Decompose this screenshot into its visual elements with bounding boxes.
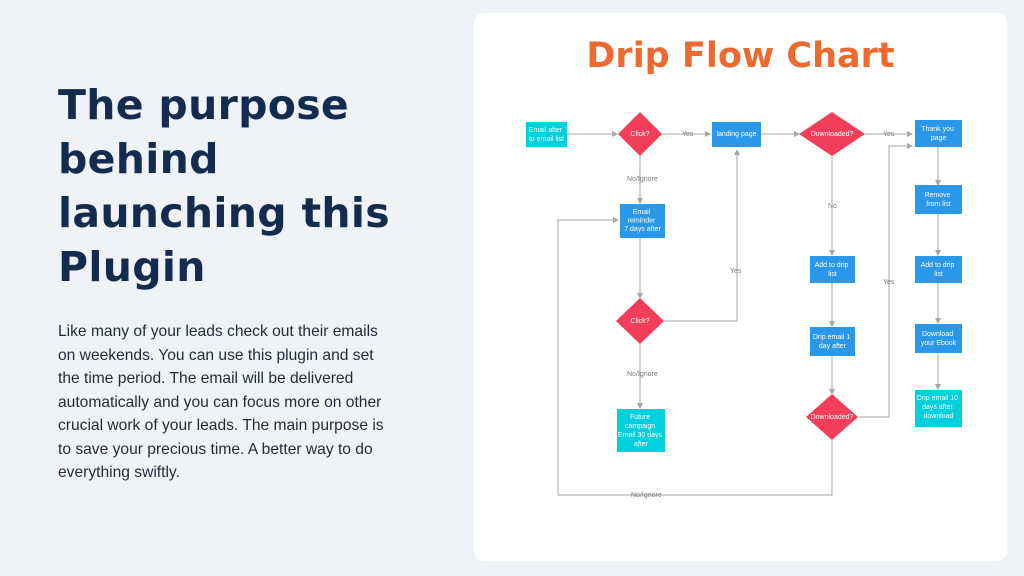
edge-downloaded2-reminder <box>557 217 833 496</box>
edge-label-no-ignore: No/Ignore <box>627 371 658 378</box>
node-add-to-drip-list: Add to drip list <box>810 256 855 283</box>
node-click-decision: Click? <box>618 112 662 156</box>
svg-text:Download your Ebook: Download your Ebook <box>921 331 957 347</box>
edge-label-yes: Yes <box>682 131 694 138</box>
svg-text:Downloaded?: Downloaded? <box>811 131 854 138</box>
node-landing-page: landing page <box>712 122 761 147</box>
body-paragraph: Like many of your leads check out their … <box>58 323 384 481</box>
node-remove-from-list: Remove from list <box>915 185 962 214</box>
edge-label-yes: Yes <box>883 131 895 138</box>
node-drip-email-10-days: Drip email 10 days after download <box>915 390 962 427</box>
connectors <box>557 131 941 496</box>
edge-label-no-ignore: No/Ignore <box>631 492 662 499</box>
svg-text:Click?: Click? <box>630 131 649 138</box>
edge-label-no-ignore: No/Ignore <box>627 176 658 183</box>
svg-text:Email reminder 7 d: Email reminder 7 days after <box>624 209 661 233</box>
edge-label-yes: Yes <box>730 268 742 275</box>
svg-text:Future campaign Em: Future campaign Email 30 days after <box>618 414 664 448</box>
edge-downloaded2-thanks <box>858 143 913 418</box>
chart-card <box>474 13 1007 561</box>
svg-text:Drip email 10 days after: Drip email 10 days after download <box>917 395 960 420</box>
svg-text:Thank you page: Thank you page <box>921 126 956 142</box>
svg-text:Click?: Click? <box>630 318 649 325</box>
edge-click2-landing <box>664 149 740 322</box>
node-label: Email after to email list <box>529 127 564 143</box>
edge-label-yes: Yes <box>883 279 895 286</box>
node-downloaded-decision: Downloaded? <box>806 394 858 440</box>
node-downloaded-decision: Downloaded? <box>799 112 865 156</box>
node-download-ebook: Download your Ebook <box>915 324 962 353</box>
node-email-after: Email after to email list <box>526 122 567 147</box>
svg-text:Add to drip list: Add to drip list <box>921 262 957 278</box>
svg-text:Add to drip list: Add to drip list <box>815 262 851 278</box>
svg-text:landing page: landing page <box>716 131 756 138</box>
node-add-to-drip-list: Add to drip list <box>915 256 962 283</box>
svg-text:Remove from list: Remove from list <box>924 192 952 208</box>
node-email-reminder: Email reminder 7 days after <box>620 204 665 238</box>
svg-text:Downloaded?: Downloaded? <box>811 414 854 421</box>
edge-label-no: No <box>828 203 837 210</box>
page-heading: The purpose behind launching this Plugin <box>58 81 390 291</box>
node-future-campaign: Future campaign Email 30 days after <box>617 409 665 452</box>
node-thank-you-page: Thank you page <box>915 120 962 147</box>
chart-title: Drip Flow Chart <box>586 36 895 76</box>
node-click-decision: Click? <box>616 298 664 344</box>
svg-text:Drip email 1 day after: Drip email 1 day after <box>813 334 852 350</box>
node-drip-email-1-day: Drip email 1 day after <box>810 327 855 356</box>
